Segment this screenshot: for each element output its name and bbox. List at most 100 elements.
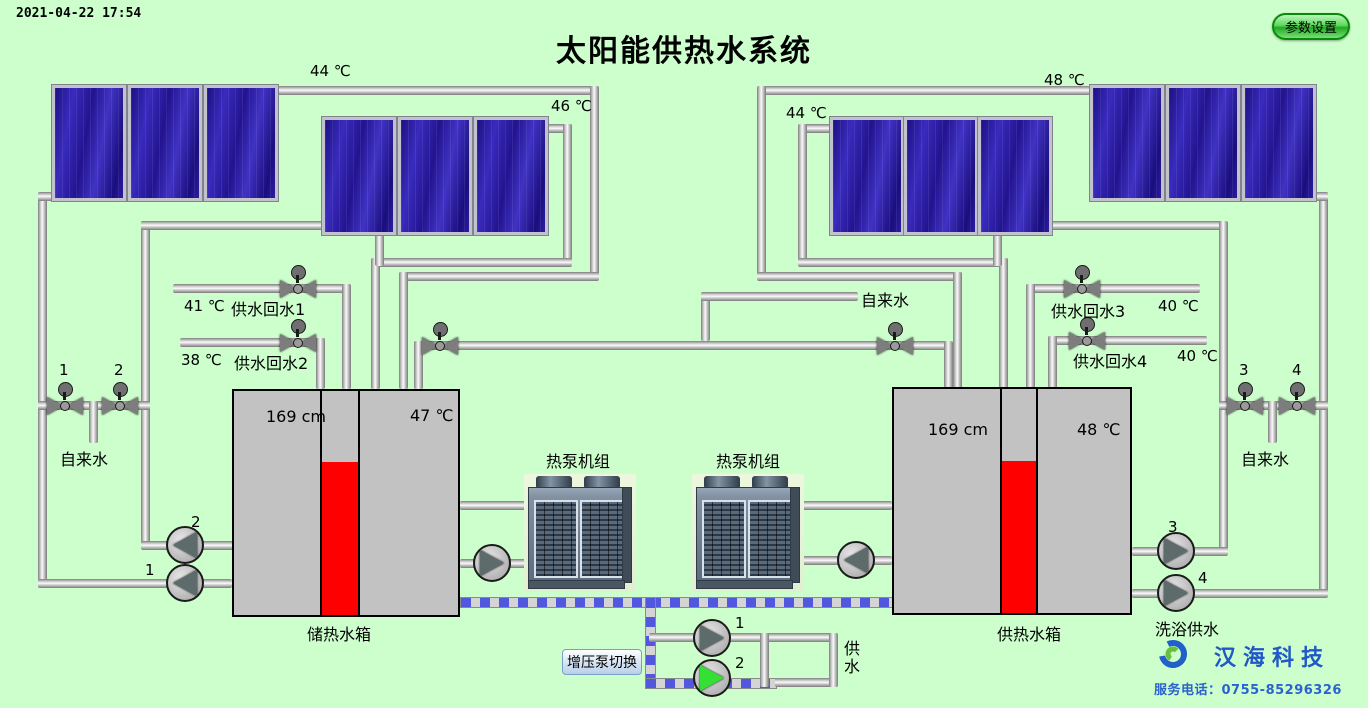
pipe (89, 401, 98, 443)
pump-impeller-icon (700, 665, 724, 691)
temp-collector-a: 44 ℃ (310, 62, 351, 80)
valve-body (280, 280, 296, 298)
pipe-return1 (173, 284, 351, 293)
pump-impeller-icon (844, 547, 868, 573)
tapwater-label-middle: 自来水 (861, 291, 910, 310)
pump-right-3 (1157, 532, 1195, 570)
temp-return4: 40 ℃ (1177, 347, 1218, 365)
storage-tank-level: 169 cm (266, 407, 327, 426)
storage-tank-temp: 47 ℃ (410, 406, 454, 425)
pump-impeller-icon (1164, 538, 1188, 564)
pipe (141, 221, 379, 230)
storage-tank-name: 储热水箱 (307, 625, 372, 644)
heat-pump-fan (536, 476, 572, 489)
valve-body (1227, 397, 1243, 415)
valve-stem (296, 329, 299, 337)
valve-2-number: 2 (114, 361, 124, 379)
valve-stem (1243, 392, 1246, 400)
pipe-pump1-row (38, 579, 232, 588)
pipe (141, 221, 150, 549)
heat-pump-base (696, 580, 793, 589)
valve-dot (293, 284, 303, 294)
heat-pump-base (528, 580, 625, 589)
valve-body (67, 397, 83, 415)
booster-switch-button[interactable]: 增压泵切换 (562, 649, 642, 675)
pipe (757, 86, 766, 278)
heat-pump-grille (748, 500, 792, 578)
valve-dot (890, 341, 900, 351)
valve-return2 (280, 319, 316, 352)
heat-pump-fan (584, 476, 620, 489)
tapwater-label-left: 自来水 (60, 450, 109, 469)
pipe-flow-dashed (460, 597, 894, 608)
pump-left-1-number: 1 (145, 561, 155, 579)
pump-impeller-icon (1164, 580, 1188, 606)
label-return1: 供水回水1 (231, 300, 306, 319)
pipe (375, 221, 384, 266)
pipe-hp1-supply (460, 501, 540, 510)
solar-panel (977, 116, 1053, 236)
valve-body (1089, 332, 1105, 350)
heat-pump-fan (704, 476, 740, 489)
solar-panel (903, 116, 979, 236)
pipe (342, 284, 351, 389)
valve-body (877, 337, 893, 355)
temp-return1: 41 ℃ (184, 297, 225, 315)
valve-body (1299, 397, 1315, 415)
storage-tank-level-fill (322, 462, 358, 615)
valve-body (897, 337, 913, 355)
valve-dot (293, 338, 303, 348)
pipe (272, 86, 599, 95)
label-return3: 供水回水3 (1051, 302, 1126, 321)
valve-crossover-left (422, 322, 458, 355)
pump-left-2-number: 2 (191, 513, 201, 531)
pipe-pump4-row (1132, 589, 1328, 598)
valve-return4 (1069, 317, 1105, 350)
valve-dot (1240, 401, 1250, 411)
valve-body (1084, 280, 1100, 298)
pipe (414, 341, 423, 389)
pipe (993, 221, 1227, 230)
pump-impeller-icon (480, 550, 504, 576)
bath-supply-label: 洗浴供水 (1155, 620, 1220, 639)
pipe (399, 272, 408, 389)
pump-left-1 (166, 564, 204, 602)
pipe-booster2-row (775, 678, 838, 687)
solar-panel (51, 84, 127, 202)
pipe (38, 192, 63, 201)
pipe (542, 124, 572, 133)
pipe (798, 124, 830, 133)
supply-tank-gauge (1000, 389, 1038, 613)
pump-right-4-number: 4 (1198, 569, 1208, 587)
solar-panel (397, 116, 473, 236)
heat-pump-unit-right (692, 474, 804, 592)
pipe (798, 124, 807, 266)
pump-left-2 (166, 526, 204, 564)
temp-collector-d: 48 ℃ (1044, 71, 1085, 89)
valve-stem (1295, 392, 1298, 400)
valve-body (1247, 397, 1263, 415)
temp-return3: 40 ℃ (1158, 297, 1199, 315)
valve-dot (115, 401, 125, 411)
pump-heatpump-loop-right (837, 541, 875, 579)
heat-pump-grille (534, 500, 578, 578)
temp-return2: 38 ℃ (181, 351, 222, 369)
valve-1 (47, 382, 83, 415)
pipe-return4 (1048, 336, 1207, 345)
heat-pump-side (790, 487, 800, 583)
supply-tank-level-fill (1002, 461, 1036, 613)
pipe (993, 221, 1002, 266)
heat-pump-grille (702, 500, 746, 578)
valve-return3 (1064, 265, 1100, 298)
valve-4-number: 4 (1292, 361, 1302, 379)
temp-collector-c: 44 ℃ (786, 104, 827, 122)
valve-body (300, 280, 316, 298)
valve-body (47, 397, 63, 415)
settings-button[interactable]: 参数设置 (1272, 13, 1350, 40)
valve-3-number: 3 (1239, 361, 1249, 379)
pump-right-4 (1157, 574, 1195, 612)
pipe (371, 258, 380, 389)
pipe (757, 272, 962, 281)
pipe-main-crossover (414, 341, 948, 350)
valve-body (102, 397, 118, 415)
